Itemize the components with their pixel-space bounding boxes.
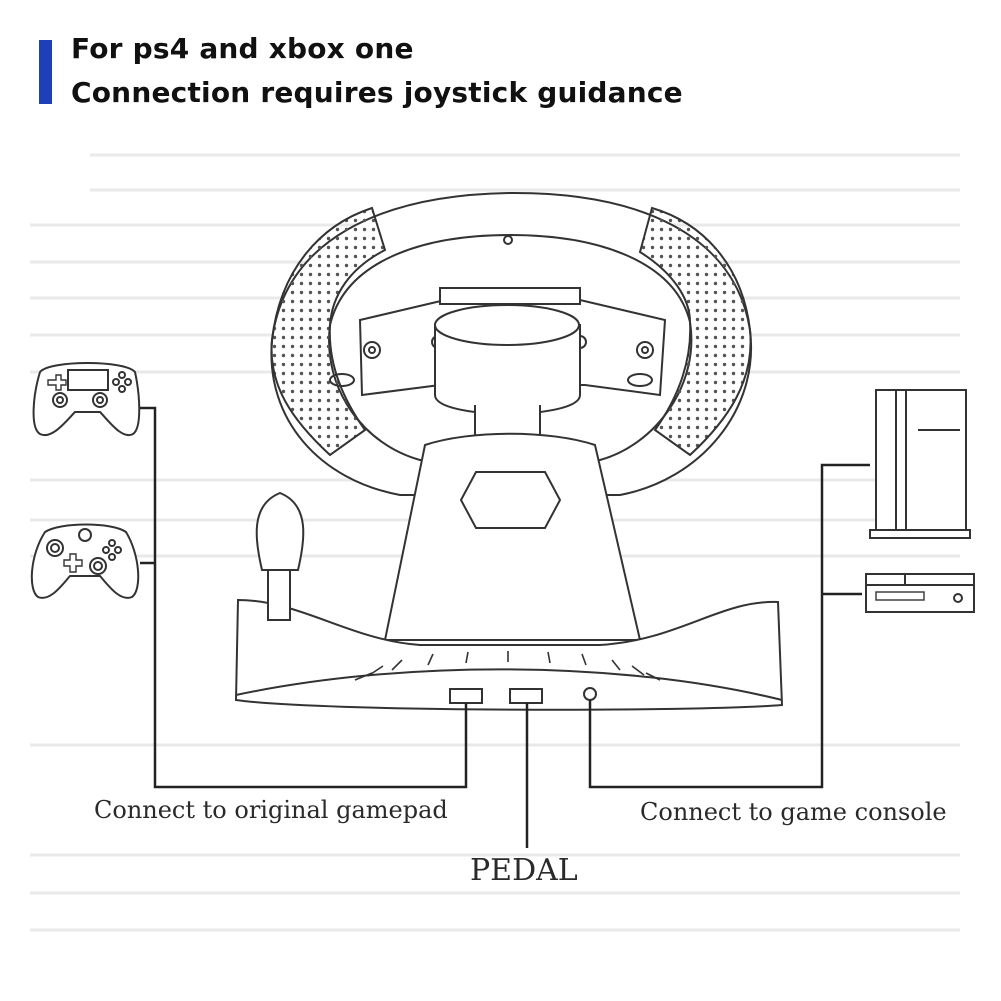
- console-connection-line: [588, 463, 870, 789]
- gamepad-connection-line: [140, 406, 468, 789]
- ps4-controller-icon: [32, 362, 141, 437]
- header-accent-bar: [39, 40, 52, 104]
- console-label: Connect to game console: [640, 798, 947, 826]
- header-line-1: For ps4 and xbox one: [71, 32, 414, 65]
- steering-wheel: [270, 191, 753, 496]
- header-line-2: Connection requires joystick guidance: [71, 76, 683, 109]
- gamepad-label: Connect to original gamepad: [94, 796, 448, 824]
- port-gamepad: [449, 688, 483, 704]
- wheel-grip-left: [270, 206, 387, 457]
- base-body: [234, 598, 784, 711]
- xbox-controller-icon: [30, 523, 140, 599]
- wheel-base: [234, 432, 784, 711]
- port-pedal: [509, 688, 543, 704]
- pedal-label: PEDAL: [470, 853, 578, 888]
- ps4-console-icon: [869, 389, 971, 539]
- port-console: [583, 687, 597, 701]
- base-tower: [383, 432, 642, 641]
- base-hex-emblem: [459, 471, 562, 529]
- connection-lines: [140, 406, 870, 848]
- xbox-one-console-icon: [865, 573, 975, 613]
- wheel-grip-right: [638, 206, 752, 457]
- gear-shift-knob: [255, 491, 305, 571]
- gear-shift-stick: [267, 565, 291, 621]
- wheel-top-bracket: [439, 287, 581, 305]
- base-vents: [354, 651, 661, 681]
